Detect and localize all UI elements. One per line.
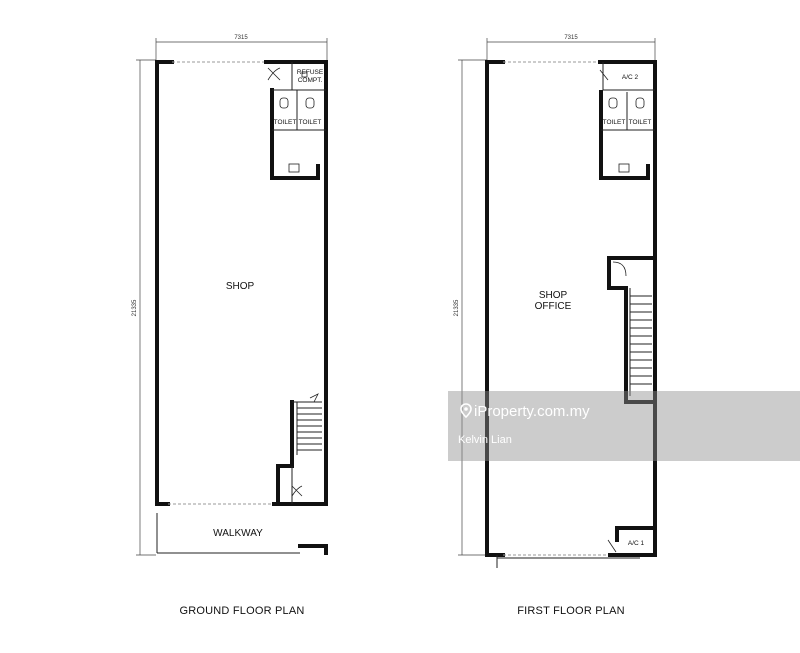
first-office-label-2: OFFICE	[535, 301, 572, 312]
first-toilet-label-b: TOILET	[629, 119, 652, 126]
basin-icon	[288, 163, 300, 173]
first-depth-dimension: 21335	[454, 59, 487, 556]
ground-toilet-block: REFUSE COMPT. TOILET TOILET	[267, 62, 326, 180]
first-width-dimension: 7315	[486, 35, 656, 62]
ground-depth-dimension: 21335	[132, 59, 156, 556]
ground-refuse-label-2: COMPT.	[298, 77, 323, 84]
watermark: iProperty.com.my Kelvin Lian	[448, 391, 800, 461]
first-ac2-area: A/C 2	[599, 62, 655, 91]
ground-depth-label: 21335	[132, 299, 138, 316]
wc-icon	[635, 97, 645, 109]
ground-shop-label: SHOP	[226, 281, 255, 292]
first-office-label-1: SHOP	[539, 290, 568, 301]
ground-walkway: WALKWAY	[156, 513, 328, 555]
ground-width-dimension: 7315	[155, 35, 328, 62]
watermark-agent: Kelvin Lian	[458, 434, 512, 446]
first-floor-title: FIRST FLOOR PLAN	[517, 605, 625, 617]
first-ac2-label: A/C 2	[622, 74, 639, 81]
ground-toilet-label-b: TOILET	[299, 119, 322, 126]
ground-floor-title: GROUND FLOOR PLAN	[179, 605, 304, 617]
ground-width-label: 7315	[234, 35, 248, 41]
first-toilet-label-a: TOILET	[603, 119, 626, 126]
wc-icon	[608, 97, 618, 109]
ground-walkway-label: WALKWAY	[213, 528, 263, 539]
wc-icon	[279, 97, 289, 109]
watermark-brand: iProperty.com.my	[474, 403, 590, 420]
ground-outer-walls	[155, 60, 328, 506]
first-ac1-label: A/C 1	[628, 540, 645, 547]
basin-icon	[618, 163, 630, 173]
first-ac1-area: A/C 1	[607, 526, 657, 553]
ground-floor-plan: 7315 21335	[132, 35, 328, 617]
first-toilet-block: TOILET TOILET	[599, 90, 655, 180]
wc-icon	[305, 97, 315, 109]
ground-toilet-label-a: TOILET	[274, 119, 297, 126]
first-staircase	[607, 256, 657, 404]
ground-staircase	[276, 393, 322, 506]
location-pin-icon	[460, 403, 472, 419]
first-depth-label: 21335	[454, 299, 460, 316]
ground-refuse-label-1: REFUSE	[297, 69, 324, 76]
first-floor-plan: 7315 21335 A/C 2	[454, 35, 657, 617]
first-width-label: 7315	[564, 35, 578, 41]
first-outer-walls	[485, 60, 657, 568]
basin-icon	[301, 71, 308, 78]
